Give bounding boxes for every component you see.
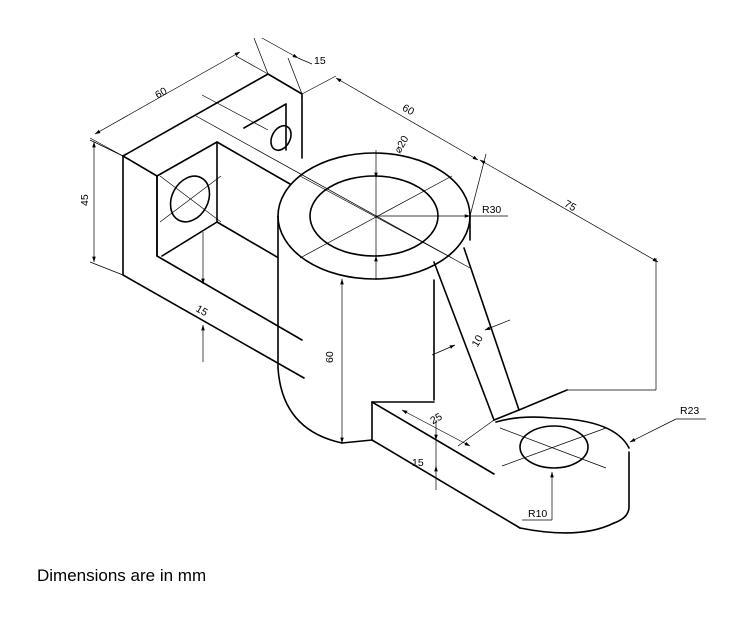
dim-15-slot: 15 — [194, 232, 210, 362]
back-hole — [270, 124, 292, 152]
svg-text:25: 25 — [428, 411, 444, 427]
dim-r23: R23 — [629, 405, 706, 443]
svg-text:15: 15 — [314, 55, 326, 67]
svg-text:60: 60 — [400, 102, 416, 118]
dim-r10: R10 — [522, 471, 554, 521]
svg-text:R30: R30 — [482, 204, 501, 216]
svg-text:R10: R10 — [528, 508, 547, 520]
centre-lines — [159, 94, 607, 469]
dim-15-top: 15 — [253, 37, 326, 95]
dim-60-cylinder: 60 — [324, 278, 344, 444]
svg-text:15: 15 — [194, 303, 210, 319]
cylinder — [277, 152, 471, 444]
svg-text:75: 75 — [562, 198, 578, 214]
rib — [433, 247, 520, 421]
dim-dia-20: ⌀20 — [374, 134, 412, 280]
units-caption: Dimensions are in mm — [37, 566, 207, 585]
dim-75: 75 — [479, 159, 659, 391]
svg-text:60: 60 — [324, 351, 336, 363]
left-block — [122, 73, 305, 379]
base-plate — [371, 389, 630, 534]
svg-text:10: 10 — [470, 333, 486, 349]
svg-text:R23: R23 — [680, 405, 699, 417]
left-hole — [169, 175, 211, 223]
svg-text:45: 45 — [79, 194, 91, 206]
dim-10-rib: 10 — [431, 319, 511, 356]
base-hole — [519, 425, 589, 469]
svg-text:60: 60 — [153, 85, 169, 101]
dim-45-height: 45 — [79, 139, 124, 276]
dim-15-base: 15 — [412, 420, 438, 490]
svg-text:15: 15 — [412, 457, 424, 469]
dim-60-top-left: 60 — [89, 51, 269, 157]
svg-text:⌀20: ⌀20 — [392, 134, 411, 156]
dim-r30: R30 — [376, 204, 508, 218]
